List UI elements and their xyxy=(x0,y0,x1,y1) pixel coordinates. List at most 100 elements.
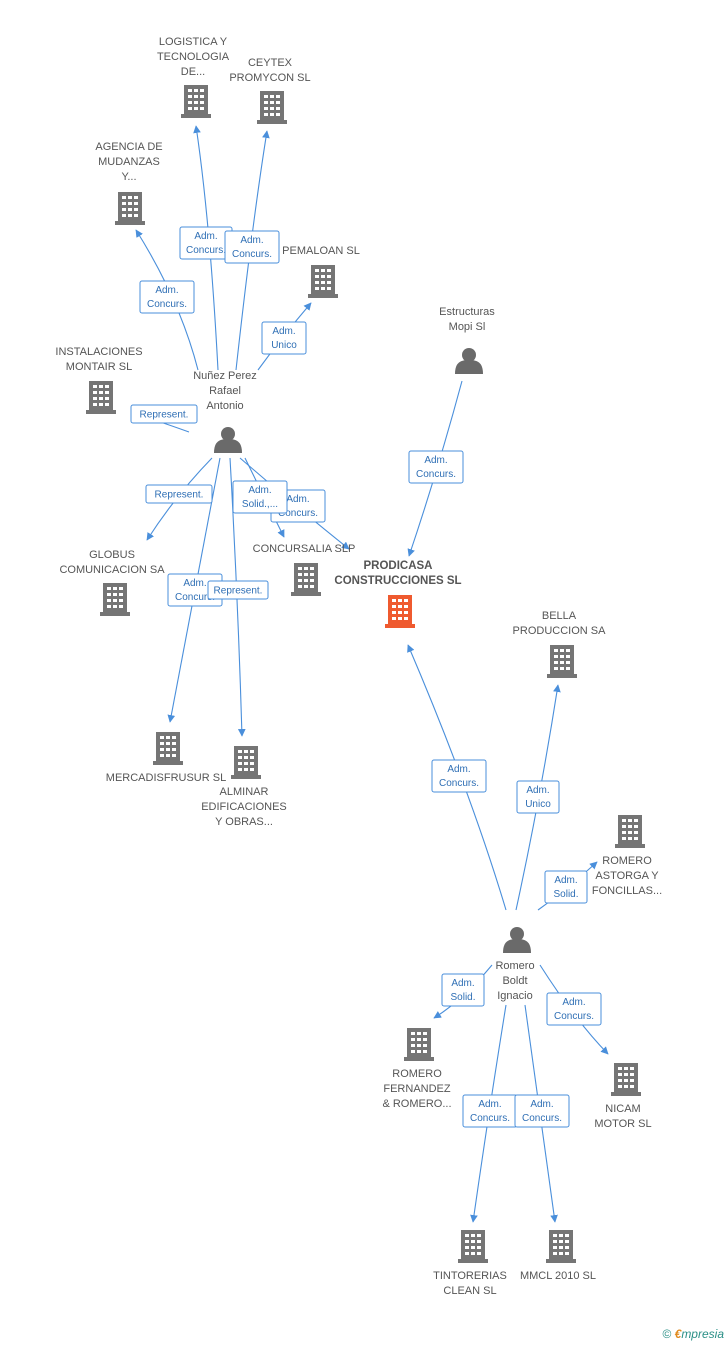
edge-badge-e15[interactable]: Adm.Solid. xyxy=(441,973,485,1007)
edge-badge-e11[interactable]: Adm.Concurs. xyxy=(408,450,464,484)
node-label: ROMERO xyxy=(602,855,652,867)
building-icon xyxy=(611,1063,641,1096)
edge-badge-e16[interactable]: Adm. Concurs. xyxy=(546,992,602,1026)
edge-badge-e3[interactable]: Adm.Concurs. xyxy=(139,280,195,314)
nodes-layer: LOGISTICA YTECNOLOGIADE...CEYTEXPROMYCON… xyxy=(55,36,662,1297)
badges-layer: Adm.Concurs.Adm.Concurs.Adm.Concurs.Adm.… xyxy=(130,226,602,1128)
edge-badge-e5[interactable]: Represent. xyxy=(130,404,198,424)
building-icon xyxy=(308,265,338,298)
node-label: ALMINAR xyxy=(220,786,269,798)
edge-badge-label: Concurs. xyxy=(439,778,479,789)
edge-badge-label: Concurs. xyxy=(147,299,187,310)
building-icon xyxy=(547,645,577,678)
edge-badge-label: Adm. xyxy=(194,231,217,242)
node-label: Nuñez Perez xyxy=(193,370,257,382)
edge-badge-box xyxy=(516,780,560,814)
building-icon xyxy=(257,91,287,124)
node-label: Romero xyxy=(495,960,534,972)
node-label: Rafael xyxy=(209,385,241,397)
node-agencia[interactable]: AGENCIA DEMUDANZASY... xyxy=(95,141,163,225)
node-label: Antonio xyxy=(206,400,243,412)
edge-badge-e2[interactable]: Adm.Concurs. xyxy=(224,230,280,264)
node-label: GLOBUS xyxy=(89,549,135,561)
building-icon xyxy=(86,381,116,414)
building-icon xyxy=(115,192,145,225)
edges-layer xyxy=(130,125,609,1223)
edge-badge-e12[interactable]: Adm.Concurs. xyxy=(431,759,487,793)
edge-badge-label: Represent. xyxy=(140,410,189,421)
node-label: PEMALOAN SL xyxy=(282,245,360,257)
node-label: TINTORERIAS xyxy=(433,1270,507,1282)
node-label: Ignacio xyxy=(497,990,532,1002)
node-label: CONSTRUCCIONES SL xyxy=(334,575,461,587)
person-icon xyxy=(214,427,242,453)
edge-badge-label: Adm. xyxy=(286,494,309,505)
edge-badge-label: Unico xyxy=(525,799,551,810)
edge-badge-e8[interactable]: Represent. xyxy=(207,580,269,600)
building-icon xyxy=(231,746,261,779)
node-mercadisfrusur[interactable]: MERCADISFRUSUR SL xyxy=(106,732,226,784)
edge-badge-label: Represent. xyxy=(155,490,204,501)
node-pemaloan[interactable]: PEMALOAN SL xyxy=(282,245,360,298)
node-logistica[interactable]: LOGISTICA YTECNOLOGIADE... xyxy=(157,36,230,118)
edge-badge-box xyxy=(207,580,269,600)
edge-badge-box xyxy=(431,759,487,793)
node-label: ROMERO xyxy=(392,1068,442,1080)
node-label: AGENCIA DE xyxy=(95,141,162,153)
edge-badge-box xyxy=(224,230,280,264)
edge-badge-label: Adm. xyxy=(562,997,585,1008)
building-icon xyxy=(615,815,645,848)
building-icon xyxy=(100,583,130,616)
node-label: PRODICASA xyxy=(363,560,432,572)
edge-badge-label: Concurs. xyxy=(522,1113,562,1124)
building-icon xyxy=(153,732,183,765)
edge-badge-label: Adm. xyxy=(248,485,271,496)
edge-badge-e6[interactable]: Represent. xyxy=(145,484,213,504)
edge-badge-label: Concurs. xyxy=(554,1011,594,1022)
node-mmcl[interactable]: MMCL 2010 SL xyxy=(520,1230,596,1282)
edge-badge-label: Adm. xyxy=(478,1099,501,1110)
node-label: Mopi Sl xyxy=(449,321,486,333)
node-label: Y... xyxy=(121,171,136,183)
copyright-symbol: © xyxy=(662,1327,672,1341)
edge-badge-box xyxy=(514,1094,570,1128)
node-label: & ROMERO... xyxy=(382,1098,451,1110)
edge-badge-box xyxy=(130,404,198,424)
edge-badge-label: Adm. xyxy=(183,578,206,589)
edge-badge-e18[interactable]: Adm.Concurs. xyxy=(514,1094,570,1128)
node-label: PRODUCCION SA xyxy=(513,625,607,637)
edge-badge-e1[interactable]: Adm.Concurs. xyxy=(179,226,233,260)
node-prodicasa[interactable]: PRODICASA CONSTRUCCIONES SL xyxy=(334,560,462,628)
edge-badge-label: Unico xyxy=(271,340,297,351)
edge-badge-e10[interactable]: Adm.Solid.,... xyxy=(232,480,288,514)
node-label: MOTOR SL xyxy=(594,1118,651,1130)
edge-badge-e14[interactable]: Adm.Solid. xyxy=(544,870,588,904)
edge-badge-e17[interactable]: Adm.Concurs. xyxy=(462,1094,518,1128)
node-concursalia[interactable]: CONCURSALIA SLP xyxy=(253,543,356,596)
node-romerofernandez[interactable]: ROMERO FERNANDEZ & ROMERO... xyxy=(382,1028,452,1110)
edge-badge-e4[interactable]: Adm.Unico xyxy=(261,321,307,355)
edge-badge-e13[interactable]: Adm.Unico xyxy=(516,780,560,814)
edge-badge-box xyxy=(261,321,307,355)
building-icon xyxy=(404,1028,434,1061)
node-label: CEYTEX xyxy=(248,57,293,69)
edge-badge-label: Concurs. xyxy=(278,508,318,519)
edge-badge-box xyxy=(232,480,288,514)
edge-badge-label: Represent. xyxy=(214,586,263,597)
edge-badge-label: Solid. xyxy=(450,992,475,1003)
node-label: MMCL 2010 SL xyxy=(520,1270,596,1282)
person-icon xyxy=(503,927,531,953)
node-label: FERNANDEZ xyxy=(383,1083,451,1095)
